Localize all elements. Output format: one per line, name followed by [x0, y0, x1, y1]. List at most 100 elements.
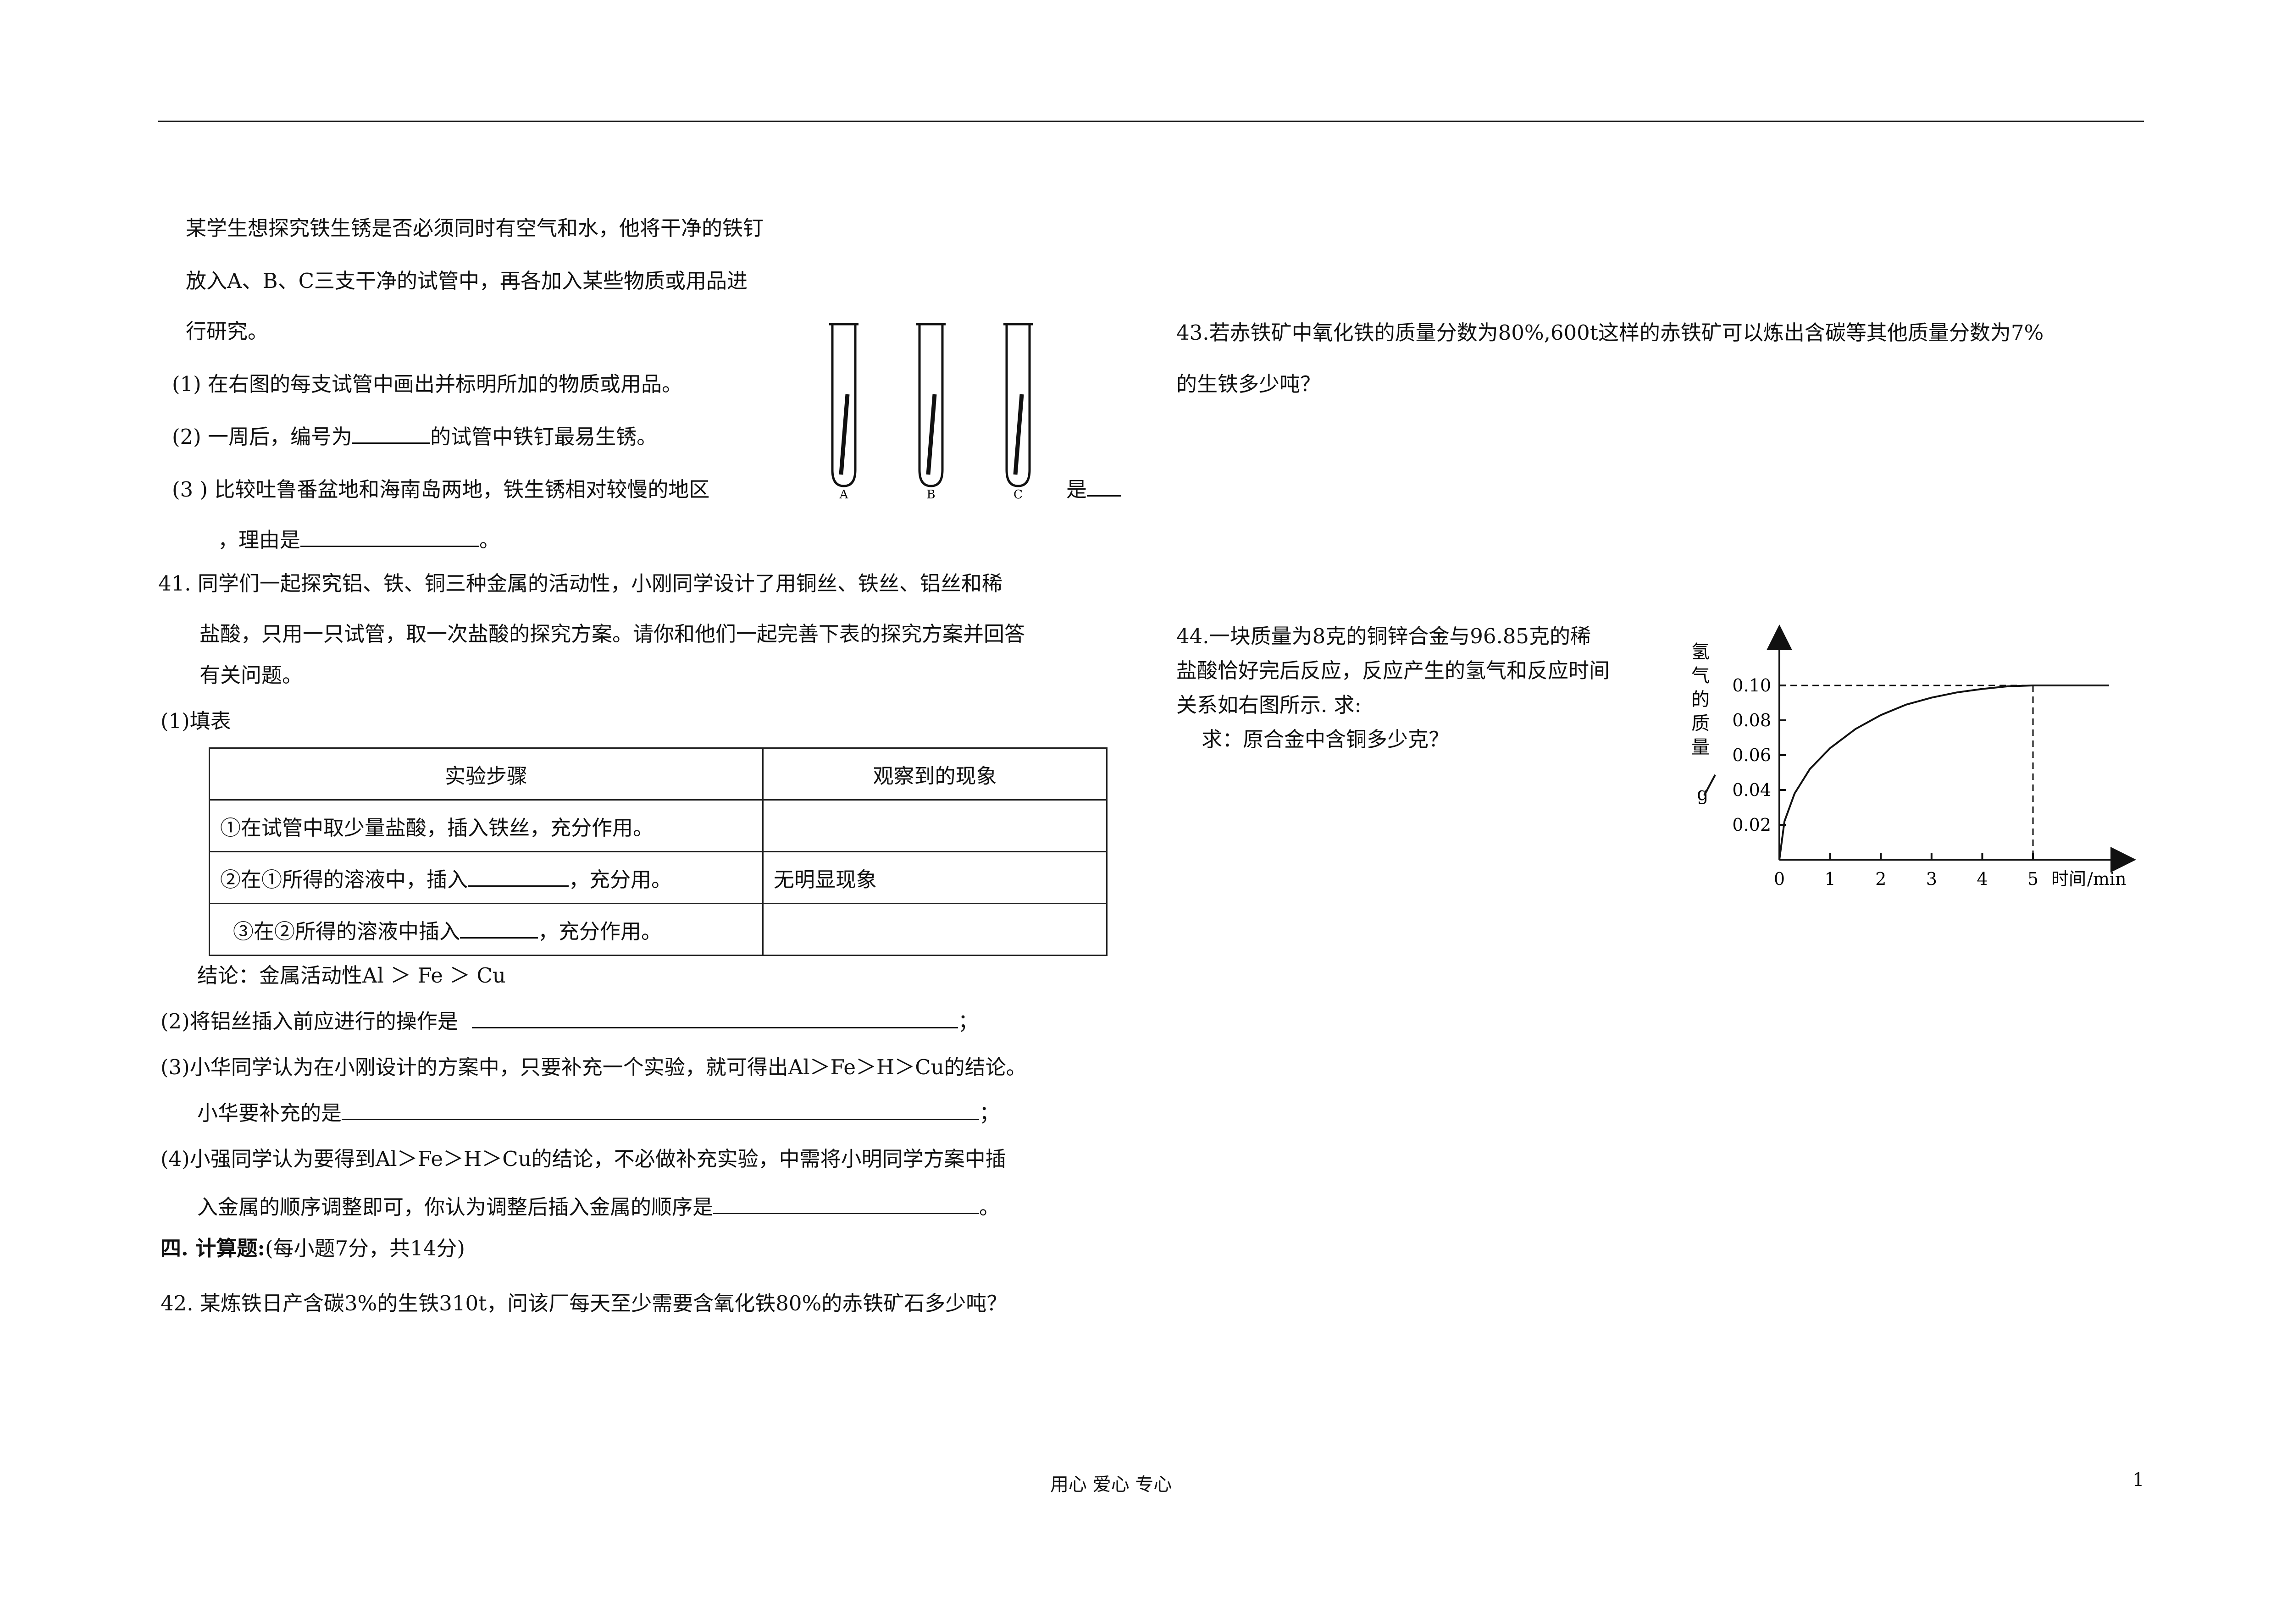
intro-question-3-line2: ，理由是 。 — [218, 530, 500, 550]
step-text-end: ，充分用。 — [569, 867, 672, 892]
y-tick-label: 0.02 — [1732, 815, 1771, 835]
intro-question-2: (2) 一周后，编号为 的试管中铁钉最易生锈。 — [172, 426, 657, 447]
q41-question-4: (4)小强同学认为要得到Al＞Fe＞H＞Cu的结论，不必做补充实验，中需将小明同… — [161, 1147, 1006, 1171]
y-axis-label-char: 气 — [1691, 665, 1710, 686]
x-tick-label: 1 — [1825, 869, 1836, 889]
q2-suffix: 的试管中铁钉最易生锈。 — [430, 425, 658, 449]
q41-question-4-line2: 入金属的顺序调整即可，你认为调整后插入金属的顺序是 。 — [197, 1197, 1000, 1217]
tube-label-b: B — [926, 488, 935, 502]
test-tube-b — [916, 323, 946, 487]
x-tick-label: 0 — [1774, 869, 1785, 889]
section-4-heading: 四. 计算题:(每小题7分，共14分) — [161, 1238, 465, 1259]
table-cell-step: ①在试管中取少量盐酸，插入铁丝，充分作用。 — [209, 799, 764, 852]
q3-reason-end: 。 — [479, 528, 500, 552]
table-row: ③在②所得的溶液中插入 ，充分作用。 — [209, 903, 1108, 956]
table-cell-observation[interactable] — [762, 799, 1108, 852]
intro-line-1: 某学生想探究铁生锈是否必须同时有空气和水，他将干净的铁钉 — [186, 216, 764, 240]
answer-blank[interactable] — [1087, 495, 1122, 497]
hydrogen-series-line — [1778, 685, 2109, 860]
answer-blank[interactable] — [352, 442, 431, 444]
step-text: ①在试管中取少量盐酸，插入铁丝，充分作用。 — [220, 815, 654, 840]
q41-q4-text: 入金属的顺序调整即可，你认为调整后插入金属的顺序是 — [197, 1195, 714, 1219]
q41-question-3-line2: 小华要补充的是 ； — [197, 1103, 1000, 1123]
y-axis-unit-slash — [1703, 774, 1716, 796]
table-cell-observation[interactable] — [762, 903, 1108, 956]
y-ticks: 0.02 0.04 0.06 0.08 0.10 — [1732, 675, 1786, 835]
x-tick-label: 4 — [1977, 869, 1988, 889]
table-header-observation: 观察到的现象 — [762, 747, 1108, 801]
x-tick-label: 2 — [1875, 869, 1886, 889]
table-header-row: 实验步骤 观察到的现象 — [209, 747, 1108, 801]
y-tick-label: 0.06 — [1732, 745, 1771, 765]
intro-line-3: 行研究。 — [186, 319, 269, 343]
q3-mid: 是 — [1066, 477, 1087, 502]
tube-label-a: A — [839, 488, 849, 502]
q41-line-2: 盐酸，只用一只试管，取一次盐酸的探究方案。请你和他们一起完善下表的探究方案并回答 — [199, 622, 1025, 646]
q41-question-3: (3)小华同学认为在小刚设计的方案中，只要补充一个实验，就可得出Al＞Fe＞H＞… — [161, 1055, 1027, 1079]
page-number: 1 — [2132, 1469, 2144, 1491]
y-tick-label: 0.10 — [1732, 675, 1771, 696]
q44-line-1: 44.一块质量为8克的铜锌合金与96.85克的稀 — [1176, 624, 1591, 648]
step-text: ③在②所得的溶液中插入 — [233, 919, 460, 944]
q41-q3-text: 小华要补充的是 — [197, 1101, 342, 1125]
y-axis-label-char: 的 — [1691, 689, 1710, 710]
table-row: ②在①所得的溶液中，插入 ，充分用。 无明显现象 — [209, 851, 1108, 904]
q44-line-2: 盐酸恰好完后反应，反应产生的氢气和反应时间 — [1176, 658, 1610, 683]
x-axis-unit: /min — [2087, 869, 2126, 889]
q41-fill-label: (1)填表 — [161, 709, 231, 733]
table-cell-step: ③在②所得的溶液中插入 ，充分作用。 — [209, 903, 764, 956]
q41-line-3: 有关问题。 — [199, 663, 303, 687]
table-header-step: 实验步骤 — [209, 747, 764, 801]
tube-label-c: C — [1014, 488, 1023, 502]
intro-question-3: (3 ) 比较吐鲁番盆地和海南岛两地，铁生锈相对较慢的地区 — [172, 477, 710, 502]
q44-line-4: 求：原合金中含铜多少克？ — [1202, 727, 1450, 751]
q2-prefix: (2) 一周后，编号为 — [172, 425, 353, 449]
answer-blank[interactable] — [713, 1213, 980, 1214]
question-42: 42. 某炼铁日产含碳3%的生铁310t，问该厂每天至少需要含氧化铁80%的赤铁… — [161, 1291, 1008, 1315]
q41-line-1: 41. 同学们一起探究铝、铁、铜三种金属的活动性，小刚同学设计了用铜丝、铁丝、铝… — [158, 571, 1002, 596]
step-text: ②在①所得的溶液中，插入 — [220, 867, 468, 892]
y-tick-label: 0.08 — [1732, 710, 1771, 730]
test-tubes-figure: A B C — [829, 323, 1033, 502]
test-tube-c — [1003, 323, 1033, 487]
table-cell-step: ②在①所得的溶液中，插入 ，充分用。 — [209, 851, 764, 904]
intro-question-1: (1) 在右图的每支试管中画出并标明所加的物质或用品。 — [172, 372, 683, 396]
q44-line-3: 关系如右图所示. 求: — [1176, 693, 1362, 717]
header-rule — [158, 121, 2144, 122]
table-row: ①在试管中取少量盐酸，插入铁丝，充分作用。 — [209, 799, 1108, 852]
answer-blank[interactable] — [300, 546, 480, 547]
answer-blank[interactable] — [342, 1119, 980, 1120]
q43-line-1: 43.若赤铁矿中氧化铁的质量分数为80%,600t这样的赤铁矿可以炼出含碳等其他… — [1176, 320, 2044, 345]
q41-conclusion: 结论：金属活动性Al ＞ Fe ＞ Cu — [197, 963, 506, 988]
y-axis-label-char: 质 — [1691, 713, 1710, 734]
intro-question-3-end: 是 — [1066, 477, 1122, 502]
q41-q4-end: 。 — [979, 1195, 1000, 1219]
q41-q2-text: (2)将铝丝插入前应进行的操作是 — [161, 1009, 458, 1033]
test-tube-a — [829, 323, 858, 487]
section-4-note: (每小题7分，共14分) — [265, 1236, 465, 1260]
answer-blank[interactable] — [460, 937, 538, 939]
x-ticks: 0 1 2 3 4 5 — [1774, 853, 2038, 889]
x-axis-label: 时间 — [2051, 869, 2086, 889]
y-axis-label-char: 量 — [1691, 737, 1710, 758]
step-text-end: ，充分作用。 — [538, 919, 662, 944]
q3-reason-label: ，理由是 — [218, 528, 301, 552]
x-tick-label: 5 — [2027, 869, 2038, 889]
intro-line-2: 放入A、B、C三支干净的试管中，再各加入某些物质或用品进 — [186, 269, 748, 293]
experiment-table: 实验步骤 观察到的现象 ①在试管中取少量盐酸，插入铁丝，充分作用。 ②在①所得的… — [209, 747, 1108, 956]
answer-blank[interactable] — [471, 1027, 958, 1028]
x-tick-label: 3 — [1926, 869, 1937, 889]
y-axis-unit: g — [1697, 784, 1709, 805]
y-tick-label: 0.04 — [1732, 780, 1771, 800]
y-axis-label-char: 氢 — [1691, 641, 1710, 663]
footer-motto: 用心 爱心 专心 — [1050, 1474, 1172, 1495]
q43-line-2: 的生铁多少吨？ — [1176, 372, 1321, 396]
table-cell-observation: 无明显现象 — [762, 851, 1108, 904]
answer-blank[interactable] — [468, 885, 569, 887]
q41-question-2: (2)将铝丝插入前应进行的操作是 ； — [161, 1011, 979, 1032]
section-4-title: 四. 计算题: — [161, 1236, 265, 1260]
q41-q2-end: ； — [958, 1009, 979, 1033]
q41-q3-end: ； — [979, 1101, 1000, 1125]
